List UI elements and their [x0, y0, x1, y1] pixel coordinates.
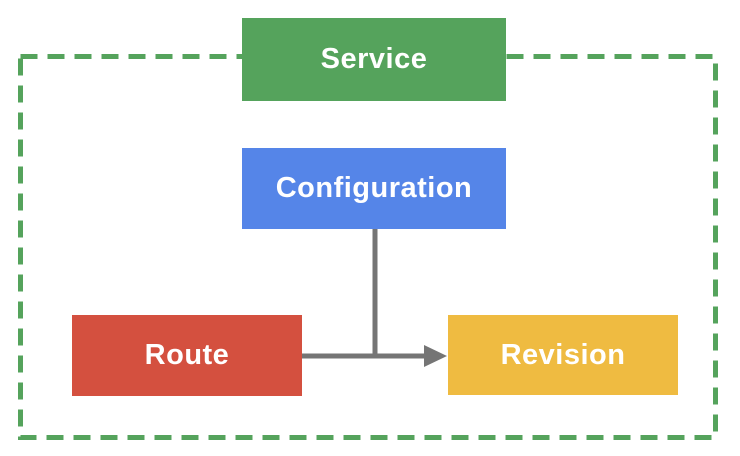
connector-lines [302, 226, 428, 359]
arrowhead-icon [424, 345, 447, 367]
node-route: Route [72, 315, 302, 396]
node-configuration-label: Configuration [275, 172, 473, 204]
node-configuration: Configuration [242, 148, 506, 229]
node-revision: Revision [448, 315, 678, 395]
node-service-label: Service [320, 43, 428, 75]
node-revision-label: Revision [500, 338, 626, 371]
node-route-label: Route [144, 339, 230, 371]
node-service: Service [242, 18, 506, 101]
